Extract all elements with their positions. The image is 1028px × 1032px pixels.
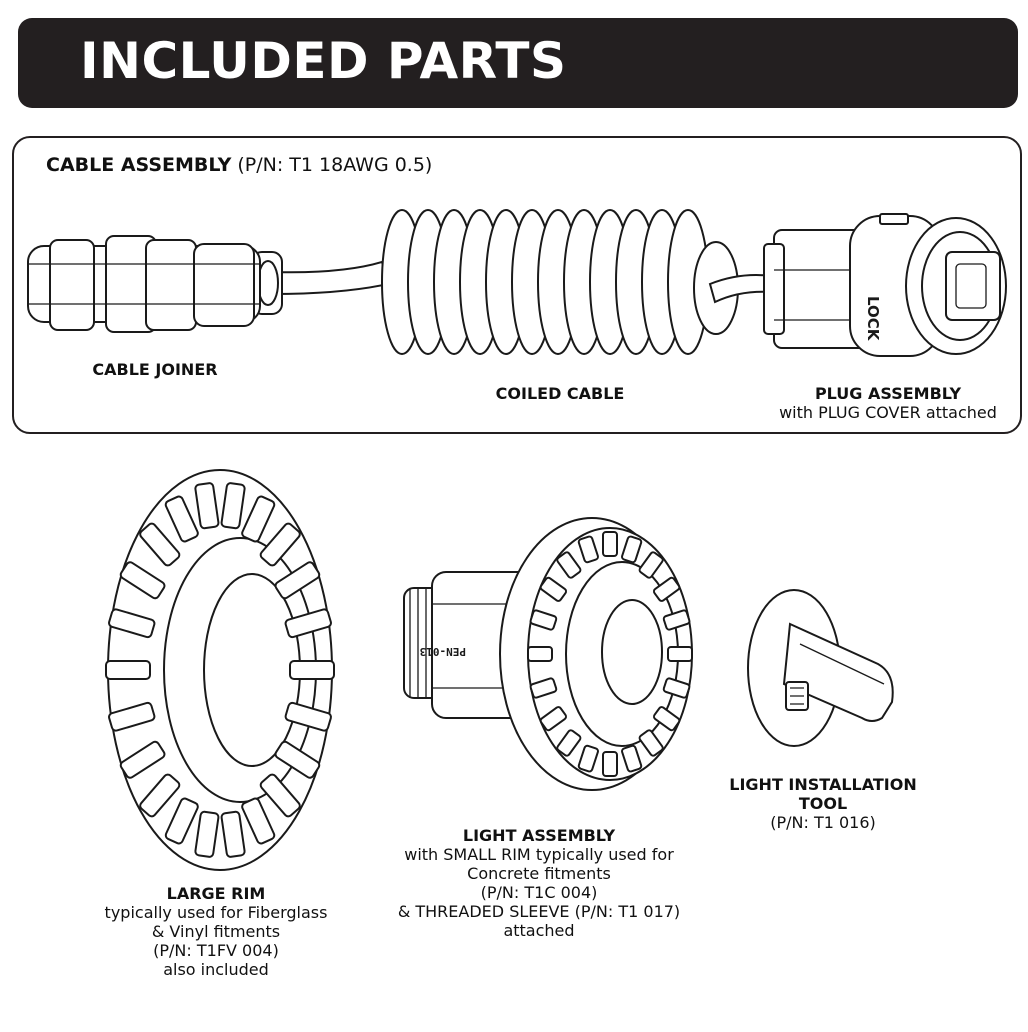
- rim-slot: [274, 740, 321, 779]
- coiled-cable-illustration: [381, 209, 773, 355]
- page-title: INCLUDED PARTS: [80, 32, 567, 90]
- rim-slot: [241, 797, 276, 845]
- light-rim-slot: [652, 706, 681, 732]
- rim-slot: [119, 740, 166, 779]
- light-assembly-label: LIGHT ASSEMBLY with SMALL RIM typically …: [380, 826, 698, 940]
- large-rim-title: LARGE RIM: [166, 884, 266, 903]
- rim-slot: [119, 561, 166, 600]
- light-assembly-line2: Concrete fitments: [467, 864, 611, 883]
- rim-slot: [164, 495, 199, 543]
- install-tool-title-2: TOOL: [798, 794, 848, 813]
- rim-slot: [220, 482, 246, 530]
- light-rim-slot: [556, 551, 582, 579]
- light-assembly-title: LIGHT ASSEMBLY: [462, 826, 616, 845]
- cable-joiner-illustration: [27, 235, 390, 333]
- light-rim-slot: [621, 535, 643, 564]
- light-rim-slot: [638, 551, 664, 579]
- rim-slot: [139, 773, 181, 818]
- rim-slot: [220, 810, 246, 858]
- rim-slot: [194, 810, 220, 858]
- cable-assembly-part-number: (P/N: T1 18AWG 0.5): [237, 154, 433, 176]
- rim-slot: [164, 797, 199, 845]
- rim-slot: [284, 608, 332, 639]
- install-tool-label: LIGHT INSTALLATION TOOL (P/N: T1 016): [718, 775, 928, 832]
- large-rim-line1: typically used for Fiberglass: [104, 903, 328, 922]
- light-rim-slot: [539, 576, 568, 602]
- large-rim-line3: (P/N: T1FV 004): [153, 941, 279, 960]
- light-rim-slot: [667, 646, 693, 662]
- light-rim-slot: [529, 609, 558, 631]
- rim-slot: [108, 701, 156, 732]
- large-rim-label: LARGE RIM typically used for Fiberglass …: [70, 884, 362, 979]
- rim-slot: [139, 522, 181, 567]
- cable-assembly-panel: [12, 136, 1022, 434]
- rim-slot: [289, 660, 335, 680]
- light-assembly-line5: attached: [503, 921, 575, 940]
- rim-slot: [284, 701, 332, 732]
- cable-assembly-heading: CABLE ASSEMBLY (P/N: T1 18AWG 0.5): [46, 154, 432, 176]
- light-rim-slot: [529, 677, 558, 699]
- rim-slot: [274, 561, 321, 600]
- light-rim-slot: [539, 706, 568, 732]
- header-banner: INCLUDED PARTS: [18, 18, 1018, 108]
- rim-slot: [259, 522, 301, 567]
- light-rim-slot: [662, 609, 691, 631]
- rim-slot: [194, 482, 220, 530]
- plug-lock-text: LOCK: [864, 296, 882, 342]
- light-rim-slot: [556, 729, 582, 757]
- light-rim-slot: [662, 677, 691, 699]
- light-rim-slot: [527, 646, 553, 662]
- large-rim-illustration: [105, 469, 335, 871]
- plug-assembly-label: PLUG ASSEMBLY with PLUG COVER attached: [766, 384, 1010, 422]
- light-assembly-line4: & THREADED SLEEVE (P/N: T1 017): [397, 902, 681, 921]
- light-rim-slot: [652, 576, 681, 602]
- rim-slot: [105, 660, 151, 680]
- light-rim-slot: [602, 531, 618, 557]
- light-assembly-line3: (P/N: T1C 004): [480, 883, 598, 902]
- plug-assembly-note: with PLUG COVER attached: [779, 403, 997, 422]
- plug-assembly-illustration: LOCK: [763, 213, 1007, 357]
- large-rim-line4: also included: [163, 960, 269, 979]
- light-assembly-line1: with SMALL RIM typically used for: [404, 845, 674, 864]
- light-rim-slot: [577, 535, 599, 564]
- rim-slot: [241, 495, 276, 543]
- installation-tool-illustration: [747, 589, 894, 747]
- sleeve-part-text: PEN-013: [420, 645, 466, 658]
- large-rim-line2: & Vinyl fitments: [151, 922, 281, 941]
- coiled-cable-label: COILED CABLE: [495, 384, 625, 403]
- rim-slot: [259, 773, 301, 818]
- install-tool-title-1: LIGHT INSTALLATION: [729, 775, 917, 794]
- rim-slot: [108, 608, 156, 639]
- light-rim-slot: [621, 744, 643, 773]
- cable-joiner-label: CABLE JOINER: [92, 360, 218, 379]
- plug-assembly-title: PLUG ASSEMBLY: [814, 384, 962, 403]
- light-rim-slot: [638, 729, 664, 757]
- light-rim-slot: [602, 751, 618, 777]
- install-tool-part-number: (P/N: T1 016): [770, 813, 876, 832]
- cable-assembly-title: CABLE ASSEMBLY: [46, 154, 232, 176]
- light-assembly-illustration: PEN-013: [403, 517, 693, 791]
- light-rim-slot: [577, 744, 599, 773]
